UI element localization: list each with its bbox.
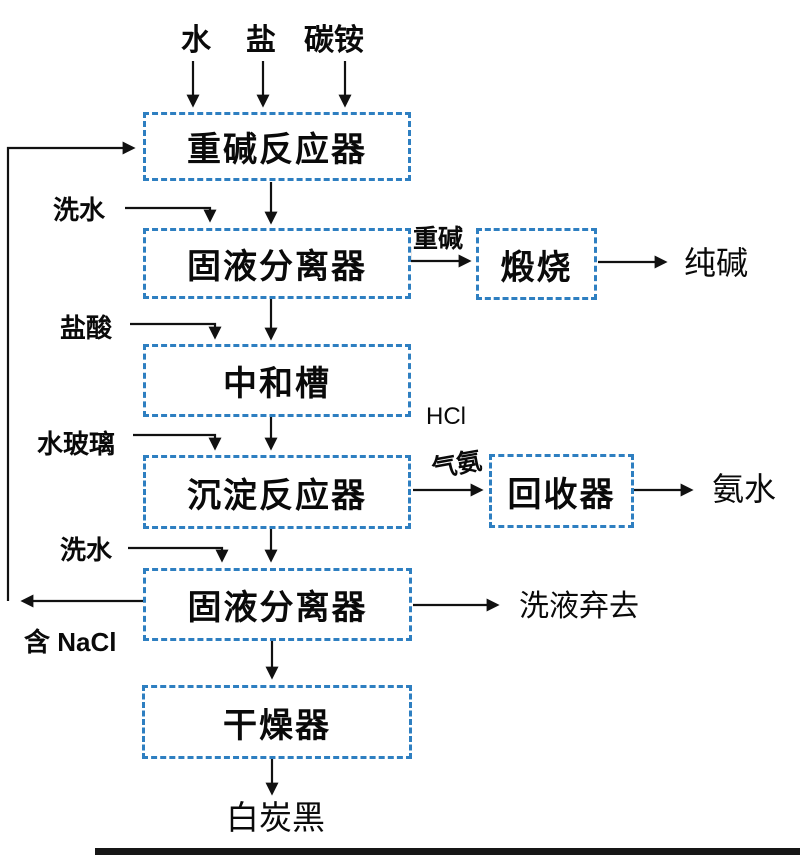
node-heavy-alkali-reactor: 重碱反应器 bbox=[143, 112, 411, 181]
node-precipitation-reactor: 沉淀反应器 bbox=[143, 455, 411, 529]
input-label-salt: 盐 bbox=[246, 24, 276, 57]
node-solid-liquid-separator-1: 固液分离器 bbox=[143, 228, 411, 299]
input-label-ammonium-bicarbonate: 碳铵 bbox=[304, 24, 364, 57]
node-solid-liquid-separator-2: 固液分离器 bbox=[143, 568, 412, 641]
node-dryer: 干燥器 bbox=[142, 685, 412, 759]
input-label-wash-water-2: 洗水 bbox=[60, 535, 113, 565]
node-neutralization-tank: 中和槽 bbox=[143, 344, 411, 417]
arrow-washwater2-in bbox=[128, 546, 229, 563]
output-label-silica: 白炭黑 bbox=[226, 799, 325, 836]
arrow-recycle-up-to-reactor bbox=[6, 141, 136, 601]
node-recycler: 回收器 bbox=[489, 454, 634, 528]
arrow-waterglass-in bbox=[133, 433, 222, 451]
node-calciner: 煅烧 bbox=[476, 228, 597, 300]
input-label-wash-water-1: 洗水 bbox=[53, 195, 106, 225]
stream-label-hcl: HCl bbox=[426, 403, 466, 430]
output-label-soda-ash: 纯碱 bbox=[684, 245, 749, 281]
arrow-hydrochloric-acid-in bbox=[130, 322, 222, 340]
output-label-wash-discard: 洗液弃去 bbox=[519, 590, 639, 623]
input-label-water-glass: 水玻璃 bbox=[37, 429, 116, 459]
output-label-ammonia-water: 氨水 bbox=[712, 471, 777, 507]
stream-label-heavy-alkali: 重碱 bbox=[413, 225, 464, 253]
arrow-washwater1-in bbox=[125, 206, 217, 223]
input-label-water: 水 bbox=[181, 24, 211, 57]
input-label-hydrochloric-acid: 盐酸 bbox=[60, 313, 113, 343]
stream-label-contains-nacl: 含 NaCl bbox=[24, 627, 117, 657]
bottom-crop-bar bbox=[95, 848, 800, 855]
